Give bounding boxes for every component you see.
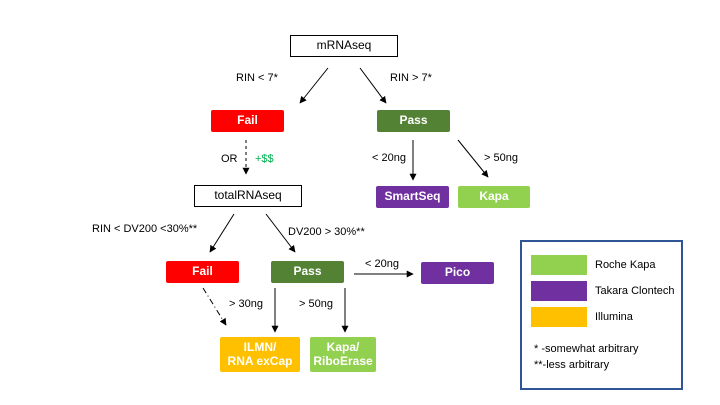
fail-node-total: Fail [166, 261, 239, 283]
smartseq-label: SmartSeq [384, 189, 441, 204]
totalrnaseq-label: totalRNAseq [214, 188, 282, 203]
edge-label-gt50ng-mrna: > 50ng [484, 152, 518, 164]
legend-swatch-takara-clontech [531, 281, 587, 301]
fail-label: Fail [237, 113, 258, 128]
fail-label-total: Fail [192, 264, 213, 279]
arrow-fail-to-ilmn [202, 287, 227, 326]
pass-label: Pass [399, 113, 428, 128]
pass-label-total: Pass [293, 264, 322, 279]
kapa-riboerase-label-line1: Kapa/ [326, 339, 360, 354]
legend-note-somewhat-arbitrary: * -somewhat arbitrary [534, 343, 639, 355]
legend-box: Roche Kapa Takara Clontech Illumina * -s… [520, 240, 683, 390]
legend-label-takara-clontech: Takara Clontech [595, 285, 675, 297]
edge-label-gt30ng: > 30ng [229, 298, 263, 310]
edge-label-rin-gt7: RIN > 7* [390, 72, 432, 84]
legend-swatch-roche-kapa [531, 255, 587, 275]
arrow-totalrnaseq-to-pass [265, 213, 296, 253]
edge-label-lt20ng-total: < 20ng [365, 258, 399, 270]
edge-label-rin-lt7: RIN < 7* [236, 72, 278, 84]
edge-label-rin-dv200-low: RIN < DV200 <30%** [92, 223, 198, 235]
legend-label-illumina: Illumina [595, 311, 633, 323]
mrnaseq-label: mRNAseq [316, 38, 372, 53]
kapa-riboerase-node: Kapa/ RiboErase [310, 337, 376, 372]
arrow-pass-to-kapa [457, 139, 489, 178]
pico-label: Pico [444, 265, 471, 280]
edge-label-or: OR [221, 153, 238, 165]
ilmn-label-line2: RNA exCap [227, 353, 293, 368]
edge-label-plus-money: +$$ [255, 153, 274, 165]
ilmn-rna-excap-node: ILMN/ RNA exCap [220, 337, 300, 372]
smartseq-node: SmartSeq [376, 186, 449, 208]
pass-node-mrna: Pass [377, 110, 450, 132]
edge-label-lt20ng-mrna: < 20ng [372, 152, 406, 164]
kapa-node: Kapa [458, 186, 530, 208]
totalrnaseq-node: totalRNAseq [194, 185, 302, 207]
pass-node-total: Pass [271, 261, 344, 283]
edge-label-gt50ng-total: > 50ng [299, 298, 333, 310]
kapa-label: Kapa [479, 189, 509, 204]
arrow-totalrnaseq-to-fail [209, 213, 235, 253]
edge-label-dv200-high: DV200 > 30%** [288, 226, 365, 238]
kapa-riboerase-label-line2: RiboErase [313, 353, 373, 368]
legend-label-roche-kapa: Roche Kapa [595, 259, 656, 271]
arrow-mrnaseq-to-fail [299, 67, 329, 104]
pico-node: Pico [421, 262, 494, 284]
legend-note-less-arbitrary: **-less arbitrary [534, 359, 610, 371]
ilmn-label-line1: ILMN/ [243, 339, 277, 354]
legend-swatch-illumina [531, 307, 587, 327]
arrow-mrnaseq-to-pass [359, 67, 387, 104]
mrnaseq-node: mRNAseq [290, 35, 398, 57]
fail-node-mrna: Fail [211, 110, 284, 132]
